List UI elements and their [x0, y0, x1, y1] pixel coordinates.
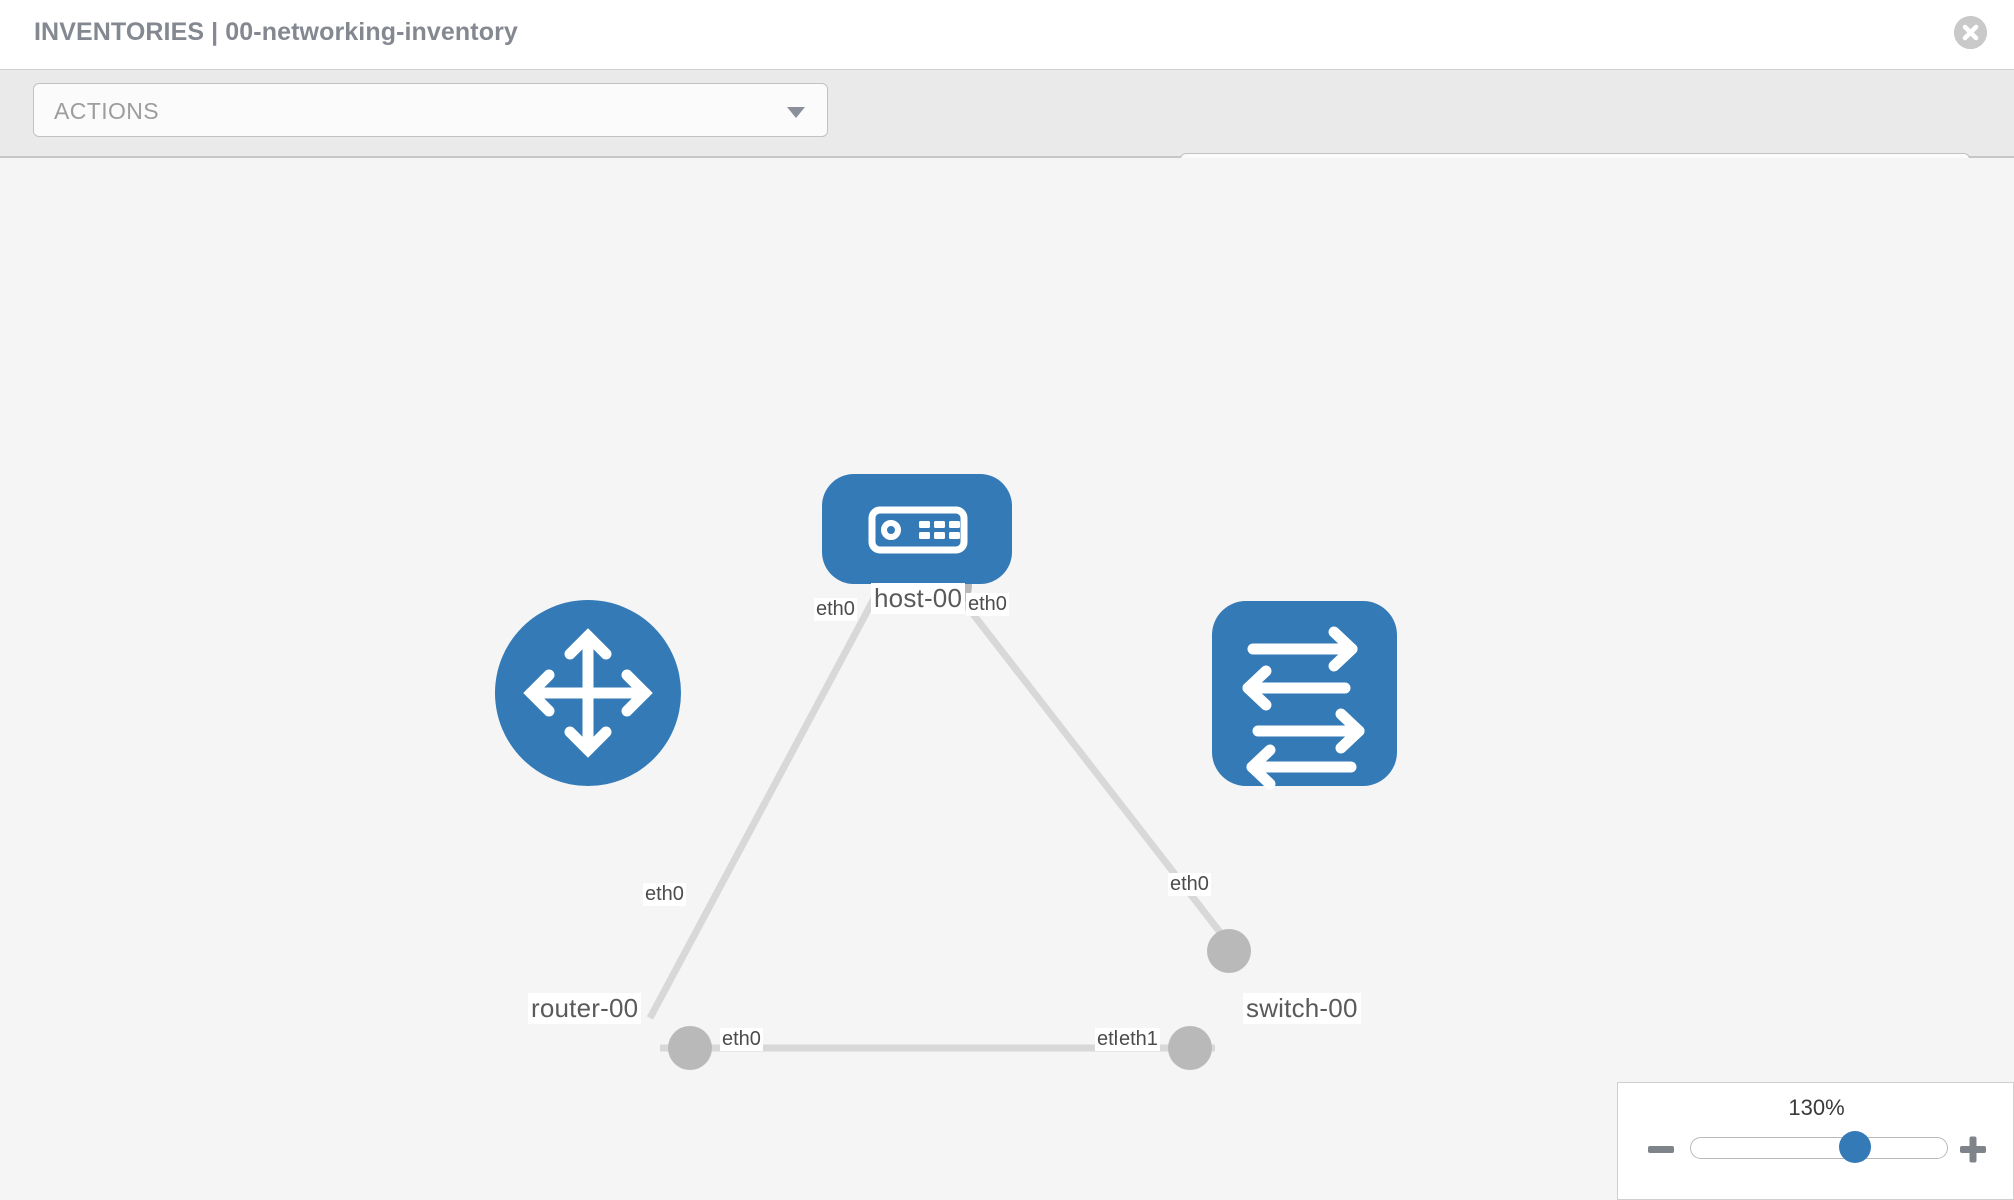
- zoom-level-value: 130%: [1788, 1095, 1845, 1120]
- actions-dropdown-label: ACTIONS: [54, 98, 160, 124]
- window-header: INVENTORIES | 00-networking-inventory: [0, 0, 2014, 70]
- zoom-slider-thumb[interactable]: [1839, 1131, 1871, 1163]
- page-title: INVENTORIES | 00-networking-inventory: [34, 18, 518, 46]
- link-host00-router00: [646, 576, 889, 1020]
- zoom-in-button[interactable]: [1958, 1135, 1988, 1170]
- iface-label-router00-eth0: eth0: [720, 1028, 763, 1051]
- iface-label-router00-uplink: eth0: [643, 883, 686, 906]
- topology-links: [646, 575, 1243, 1052]
- toolbar: ACTIONS: [0, 70, 2014, 208]
- node-label-router-00: router-00: [528, 993, 642, 1024]
- connector-router00-right: [668, 1026, 712, 1070]
- server-icon: [868, 506, 968, 554]
- plus-icon: [1960, 1136, 1986, 1163]
- connector-switch00-left: [1168, 1026, 1212, 1070]
- close-icon: [1954, 16, 1987, 49]
- minus-icon: [1648, 1146, 1674, 1153]
- connector-switch00-top: [1207, 929, 1251, 973]
- close-button[interactable]: [1954, 16, 1987, 49]
- chevron-down-icon: [787, 107, 805, 118]
- iface-label-host00-right: eth0: [966, 593, 1009, 616]
- iface-label-host00-left: eth0: [814, 598, 857, 621]
- zoom-slider-track[interactable]: [1690, 1137, 1948, 1159]
- iface-label-switch00-uplink: eth0: [1168, 873, 1211, 896]
- topology-graph: [495, 474, 1397, 1070]
- zoom-out-button[interactable]: [1646, 1135, 1676, 1170]
- router-icon: [523, 628, 653, 758]
- node-switch-00[interactable]: [1212, 601, 1397, 790]
- link-host00-switch00: [942, 575, 1243, 961]
- node-label-host-00: host-00: [871, 583, 966, 614]
- topology-canvas[interactable]: eth0 eth0 eth0 eth0 eth0 eth0 eth1 host-…: [0, 158, 2014, 1200]
- iface-label-switch00-eth1: eth1: [1117, 1028, 1160, 1051]
- node-host-00[interactable]: [822, 474, 1012, 584]
- switch-icon: [1242, 626, 1365, 790]
- zoom-control-panel: 130%: [1617, 1082, 2014, 1200]
- node-label-switch-00: switch-00: [1243, 993, 1361, 1024]
- node-router-00[interactable]: [495, 600, 681, 786]
- actions-dropdown[interactable]: ACTIONS: [33, 83, 828, 137]
